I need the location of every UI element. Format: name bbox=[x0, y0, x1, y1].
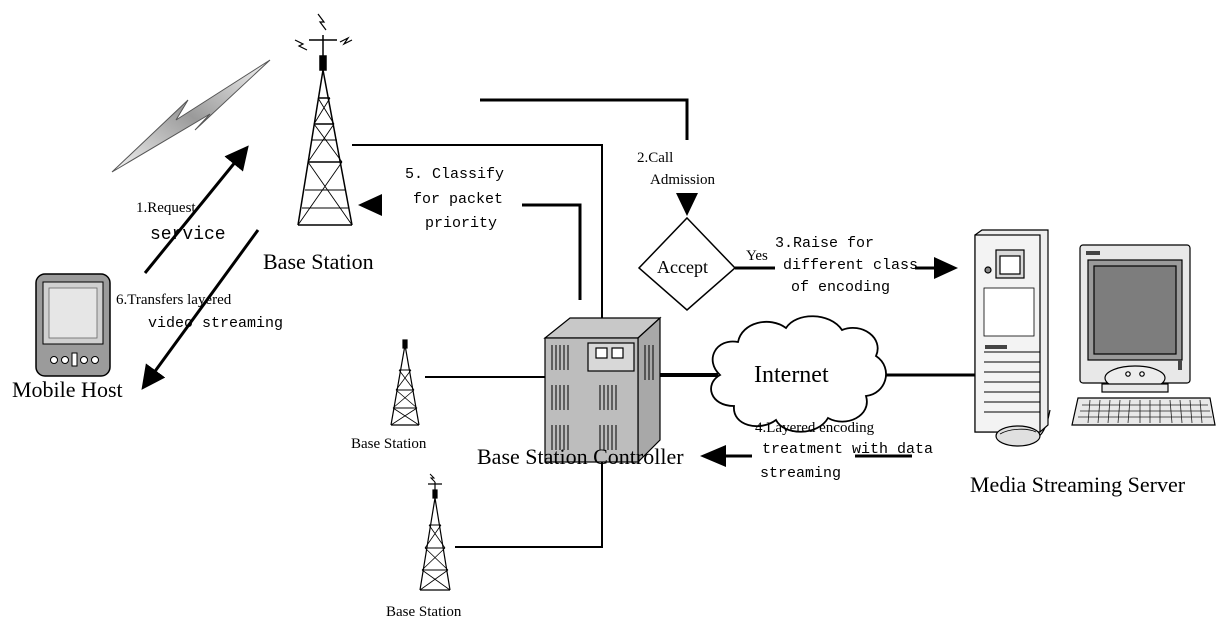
step5-line1: 5. Classify bbox=[405, 166, 505, 183]
arrows bbox=[141, 145, 958, 467]
mobile-host-label: Mobile Host bbox=[12, 377, 123, 402]
arrow-admission-head bbox=[676, 193, 698, 216]
arrow-request bbox=[143, 145, 249, 274]
base-station-bottom-label: Base Station bbox=[386, 604, 462, 620]
internet-label: Internet bbox=[754, 362, 829, 388]
step3-line2: different class bbox=[783, 257, 919, 274]
accept-label: Accept bbox=[657, 257, 708, 277]
wireless-signal-icon bbox=[111, 59, 271, 173]
base-station-left-label: Base Station bbox=[351, 436, 427, 452]
arrow-transfer bbox=[141, 229, 260, 390]
mouse-icon bbox=[995, 425, 1041, 447]
mobile-host-pda-icon bbox=[35, 273, 111, 377]
monitor-icon bbox=[1079, 244, 1191, 393]
step2-line1: 2.Call bbox=[637, 150, 674, 166]
step4-line1: 4.Layered encoding bbox=[755, 420, 875, 436]
keyboard-icon bbox=[1071, 397, 1216, 426]
arrow-raise-head bbox=[934, 257, 958, 279]
base-station-controller-label: Base Station Controller bbox=[477, 444, 684, 469]
step4-line2: treatment with data bbox=[762, 441, 934, 458]
step6-line2: video streaming bbox=[148, 315, 284, 332]
line-bsc-to-classify bbox=[522, 203, 582, 300]
step3-line3: of encoding bbox=[791, 279, 891, 296]
base-station-tower-bottom-icon bbox=[419, 473, 451, 591]
base-station-tower-left-icon bbox=[390, 339, 420, 426]
base-station-controller-icon bbox=[543, 316, 662, 464]
step2-line2: Admission bbox=[650, 172, 716, 188]
step4-line3: streaming bbox=[760, 465, 842, 482]
base-station-main-label: Base Station bbox=[263, 249, 374, 274]
media-server-label: Media Streaming Server bbox=[970, 472, 1186, 497]
step6-line1: 6.Transfers layered bbox=[116, 292, 232, 308]
step1-line2: service bbox=[150, 225, 226, 245]
yes-label: Yes bbox=[746, 248, 768, 264]
base-station-tower-main-icon bbox=[294, 13, 353, 226]
step1-line1: 1.Request bbox=[136, 200, 196, 216]
step5-line2: for packet bbox=[413, 191, 504, 208]
line-bs-to-bsc bbox=[352, 144, 603, 330]
internet-cloud-icon bbox=[710, 315, 887, 433]
step5-line3: priority bbox=[425, 215, 498, 232]
line-bs-to-admission bbox=[480, 98, 689, 140]
media-server-tower-icon bbox=[974, 229, 1049, 433]
line-bottom-bs-to-bsc bbox=[455, 462, 603, 548]
accept-decision-diamond bbox=[637, 216, 737, 311]
arrow-classify-head bbox=[358, 194, 382, 216]
arrow-bsc-head bbox=[700, 445, 726, 467]
step3-line1: 3.Raise for bbox=[775, 235, 875, 252]
